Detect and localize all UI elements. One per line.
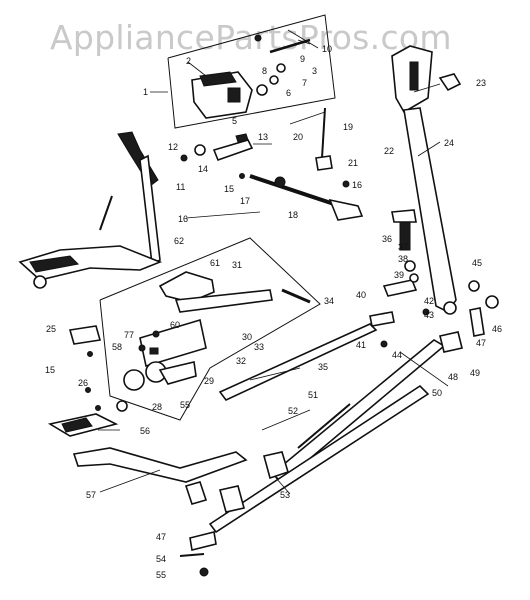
- callout-55b: 55: [156, 570, 166, 580]
- callout-8: 8: [262, 66, 267, 76]
- callout-38: 38: [398, 254, 408, 264]
- callout-15a: 15: [224, 184, 234, 194]
- top-assembly-box: [150, 14, 336, 129]
- callout-14: 14: [198, 164, 208, 174]
- callout-16a: 16: [178, 214, 188, 224]
- callout-5: 5: [232, 116, 237, 126]
- callout-11: 11: [176, 182, 185, 192]
- bottom-fasteners: [179, 531, 217, 577]
- callout-20: 20: [293, 132, 303, 142]
- callout-18: 18: [288, 210, 298, 220]
- callout-12: 12: [168, 142, 178, 152]
- callout-35: 35: [318, 362, 328, 372]
- callout-24: 24: [444, 138, 454, 148]
- callout-53: 53: [280, 490, 290, 500]
- bracket-assembly: [191, 34, 311, 119]
- callout-31: 31: [232, 260, 242, 270]
- callout-16b: 16: [352, 180, 362, 190]
- callout-51: 51: [308, 390, 318, 400]
- callout-49: 49: [470, 368, 480, 378]
- callout-10: 10: [322, 44, 332, 54]
- callout-34: 34: [324, 296, 334, 306]
- callout-47a: 47: [476, 338, 486, 348]
- callout-26: 26: [78, 378, 88, 388]
- callout-50: 50: [432, 388, 442, 398]
- callout-28: 28: [152, 402, 162, 412]
- callout-17: 17: [240, 196, 250, 206]
- right-hardware: [369, 209, 499, 353]
- callout-3: 3: [312, 66, 317, 76]
- callout-7: 7: [302, 78, 307, 88]
- callout-47b: 47: [156, 532, 166, 542]
- callout-39: 39: [394, 270, 404, 280]
- callout-32: 32: [236, 356, 246, 366]
- callout-44: 44: [392, 350, 402, 360]
- lower-rods: [184, 323, 446, 534]
- callout-29: 29: [204, 376, 214, 386]
- callout-58: 58: [112, 342, 122, 352]
- callout-13: 13: [258, 132, 268, 142]
- shift-fork-shaft: [116, 271, 311, 412]
- bottom-lever: [47, 413, 248, 483]
- callout-1: 1: [143, 87, 148, 97]
- callout-52: 52: [288, 406, 298, 416]
- callout-61: 61: [210, 258, 220, 268]
- callout-36: 36: [382, 234, 392, 244]
- callout-9: 9: [300, 54, 305, 64]
- callout-25: 25: [46, 324, 56, 334]
- callout-54: 54: [156, 554, 166, 564]
- callout-41: 41: [356, 340, 366, 350]
- left-lever-assembly: [18, 131, 163, 289]
- callout-15b: 15: [45, 365, 55, 375]
- callout-60: 60: [170, 320, 180, 330]
- callout-19: 19: [343, 122, 353, 132]
- callout-6: 6: [286, 88, 291, 98]
- callout-labels: 1 2 3 5 6 7 8 9 10 11 12 13 14 15 15 16 …: [45, 44, 502, 580]
- callout-56: 56: [140, 426, 150, 436]
- callout-46: 46: [492, 324, 502, 334]
- callout-48: 48: [448, 372, 458, 382]
- callout-37: 37: [398, 242, 408, 252]
- callout-40: 40: [356, 290, 366, 300]
- callout-43: 43: [424, 310, 434, 320]
- linkage-rod: [249, 107, 364, 221]
- leader-lines: [98, 29, 449, 495]
- callout-2: 2: [186, 56, 191, 66]
- callout-62: 62: [174, 236, 184, 246]
- left-small-parts: [68, 325, 160, 411]
- callout-30: 30: [242, 332, 252, 342]
- small-linkage-12-15: [180, 133, 254, 179]
- callout-42: 42: [424, 296, 434, 306]
- callout-77: 77: [124, 330, 134, 340]
- main-assembly-box: [99, 237, 321, 421]
- callout-45: 45: [472, 258, 482, 268]
- callout-55a: 55: [180, 400, 190, 410]
- watermark: AppliancePartsPros.com: [50, 18, 452, 57]
- callout-57: 57: [86, 490, 96, 500]
- shift-lever: [391, 45, 462, 315]
- callout-33: 33: [254, 342, 264, 352]
- callout-23: 23: [476, 78, 486, 88]
- callout-21: 21: [348, 158, 358, 168]
- callout-22: 22: [384, 146, 394, 156]
